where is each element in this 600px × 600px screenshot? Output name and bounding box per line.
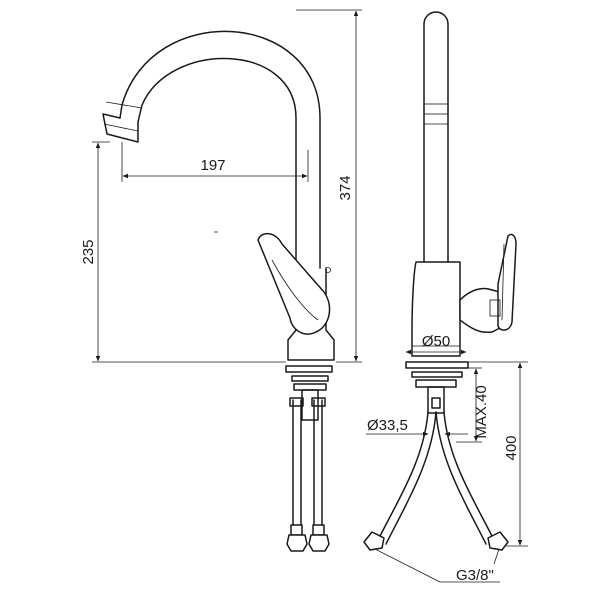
- side-hose-nut-left: [363, 531, 385, 551]
- dim-thread-label: G3/8": [456, 567, 494, 584]
- hose-ferrule-right: [312, 524, 325, 536]
- base-washer: [285, 365, 333, 373]
- side-hose-left-outer: [377, 411, 429, 541]
- hose-nut-left: [286, 534, 308, 552]
- hose-crimp-left: [289, 397, 304, 407]
- faucet-body: [287, 267, 335, 361]
- side-clamp-plate: [411, 371, 463, 378]
- side-hose-left-inner: [385, 411, 437, 545]
- clamp-plate: [291, 375, 329, 382]
- side-spout-tube: [423, 11, 449, 263]
- side-shank-slot: [431, 397, 441, 409]
- dim-33-label: Ø33,5: [367, 417, 408, 434]
- dim-50-label: Ø50: [422, 333, 450, 350]
- side-lever-blade: [497, 233, 517, 331]
- threaded-shank: [301, 389, 319, 421]
- aerator-band: [103, 123, 139, 132]
- dim-400-label: 400: [503, 435, 520, 460]
- set-screw: [325, 267, 331, 273]
- side-cartridge-cap: [489, 299, 501, 317]
- hose-nut-right: [308, 534, 330, 552]
- side-threaded-shank: [427, 386, 445, 414]
- side-hose-right-outer: [443, 411, 495, 541]
- spout-ring: [105, 101, 143, 109]
- clamp-nut: [293, 383, 327, 391]
- side-body: [411, 261, 461, 357]
- side-hose-right-inner: [435, 411, 487, 545]
- dim-374-label: 374: [337, 175, 354, 200]
- side-view: Ø50 Ø33,5 MAX.40 400 G3/8": [363, 11, 528, 584]
- side-clamp-nut: [415, 379, 457, 388]
- dim-max40-label: MAX.40: [473, 385, 490, 438]
- hose-right: [313, 399, 323, 526]
- dim-197-label: 197: [200, 157, 225, 174]
- spout-outer: [119, 30, 321, 269]
- side-spout-ring: [423, 103, 449, 115]
- dim-235-label: 235: [80, 239, 97, 264]
- side-lever: [459, 287, 501, 334]
- dim-thread-leader-left: [374, 548, 441, 583]
- aerator-tip: [102, 113, 139, 143]
- hose-left: [292, 399, 302, 526]
- hose-ferrule-left: [290, 524, 303, 536]
- spout-inner: [137, 57, 297, 269]
- front-view: 197 374 235: [80, 9, 362, 552]
- side-base-washer: [405, 361, 469, 369]
- side-hose-nut-right: [487, 531, 509, 551]
- hose-crimp-right: [311, 397, 326, 407]
- side-lever-contour: [501, 243, 505, 321]
- lever-handle: [257, 232, 331, 335]
- dim-thread-leader-right: [493, 548, 500, 565]
- lever-contour: [271, 259, 319, 321]
